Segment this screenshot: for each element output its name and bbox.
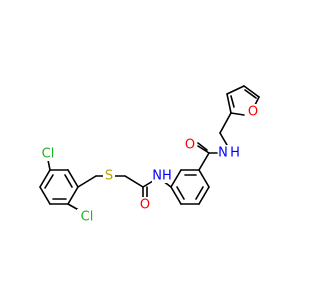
chlorine-label-top: Cl [42, 147, 55, 162]
carboxamide-oxygen-label: O [185, 138, 195, 153]
chemical-structure-diagram: Cl Cl S O NH O N H O [38, 85, 260, 225]
atom-labels: Cl Cl S O NH O N H O [38, 104, 259, 225]
anthranilamide-ring [170, 169, 210, 205]
bond-cl-top [47, 159, 51, 171]
carboxamide-group [197, 112, 232, 171]
amide-nh-label: NH [152, 169, 172, 184]
thioacetamide-linker [77, 175, 154, 198]
molecule-drawing: Cl Cl S O NH O N H O [38, 85, 260, 225]
carboxamide-n-label: N [218, 146, 228, 161]
dichlorophenyl-ring [39, 169, 79, 205]
carboxamide-h-label: H [230, 146, 240, 161]
furan-oxygen-label: O [248, 105, 258, 120]
sulfur-label: S [105, 169, 113, 184]
furan-ring [226, 85, 260, 116]
chlorine-label-bottom: Cl [81, 210, 94, 225]
amide-oxygen-label: O [140, 198, 150, 213]
